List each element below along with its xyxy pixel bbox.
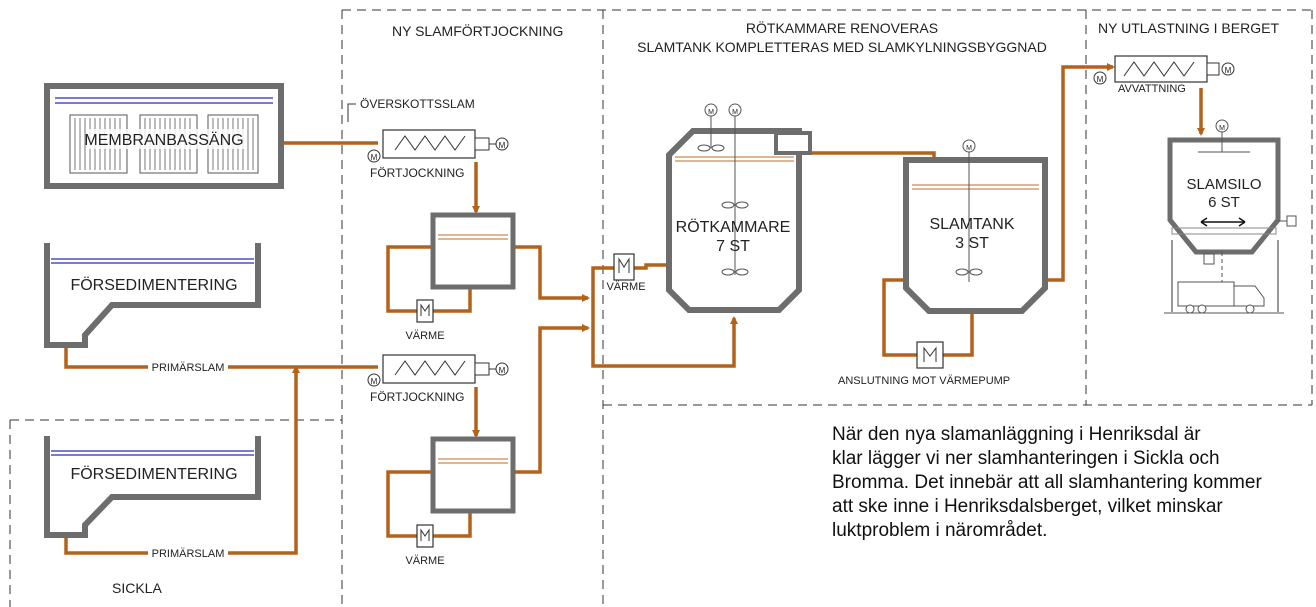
digester: M M RÖTKAMMARE 7 ST (666, 103, 812, 313)
thickener-2-label: FÖRTJOCKNING (370, 390, 464, 404)
motor-icon (367, 149, 381, 163)
heat-1-label: VÄRME (405, 330, 444, 342)
svg-text:M: M (371, 153, 378, 162)
motor-icon (1215, 119, 1229, 133)
section-title-loading: NY UTLASTNING I BERGET (1098, 20, 1279, 36)
heat-2-label: VÄRME (405, 555, 444, 567)
buffer-tank-2 (430, 436, 516, 514)
description-paragraph: När den nya slamanläggning i Henriksdal … (832, 423, 1316, 543)
sedimentation-1-label: FÖRSEDIMENTERING (70, 276, 237, 294)
thickener-1-label: FÖRTJOCKNING (370, 166, 464, 180)
silo-label: SLAMSILO (1186, 176, 1261, 193)
heat-3-label: VÄRME (606, 281, 645, 293)
svg-text:M: M (1225, 66, 1232, 75)
section-title-digester-1: RÖTKAMMARE RENOVERAS (746, 19, 938, 36)
description-line: att ske inne i Henriksdalsberget, vilket… (832, 496, 1223, 517)
motor-icon (495, 362, 509, 376)
heat-pump-exchanger (916, 341, 944, 369)
motor-icon (962, 139, 976, 153)
description-line: klar lägger vi ner slamhanteringen i Sic… (832, 448, 1220, 469)
svg-text:M: M (708, 109, 714, 116)
heat-exchanger-3 (613, 253, 635, 281)
membrane-basin: MEMBRANBASSÄNG (44, 83, 284, 189)
motor-icon (1093, 71, 1107, 85)
description-line: Bromma. Det innebär att all slamhanterin… (832, 472, 1262, 493)
motor-icon (728, 103, 742, 117)
sludge-silo: M SLAMSILO 6 ST (1164, 119, 1297, 314)
svg-text:M: M (966, 145, 972, 152)
heat-pump-label: ANSLUTNING MOT VÄRMEPUMP (838, 375, 1010, 387)
sludge-tank-label: SLAMTANK (929, 216, 1014, 233)
section-title-digester-2: SLAMTANK KOMPLETTERAS MED SLAMKYLNINGSBY… (637, 39, 1047, 55)
dewatering-label: AVVATTNING (1118, 83, 1186, 95)
heat-exchanger-2 (416, 524, 434, 548)
heat-exchanger-1 (416, 299, 434, 323)
motor-icon (495, 137, 509, 151)
svg-text:M: M (371, 377, 378, 386)
section-boundaries (9, 9, 1313, 607)
thickener-1: M M (367, 129, 509, 163)
svg-text:M: M (1219, 125, 1225, 132)
sludge-tank-count: 3 ST (955, 235, 989, 252)
description-line: När den nya slamanläggning i Henriksdal … (832, 424, 1201, 445)
motor-icon (704, 103, 718, 117)
sedimentation-basin-2: FÖRSEDIMENTERING (44, 436, 261, 538)
motor-icon (1221, 62, 1235, 76)
silo-count: 6 ST (1208, 194, 1240, 211)
excess-sludge-label: ÖVERSKOTTSSLAM (360, 97, 475, 111)
digester-label: RÖTKAMMARE (676, 218, 791, 236)
motor-icon (367, 373, 381, 387)
primary-sludge-2-label: PRIMÄRSLAM (152, 548, 225, 560)
section-title-thickening: NY SLAMFÖRTJOCKNING (392, 22, 563, 39)
thickener-2: M M (367, 354, 509, 387)
digester-count: 7 ST (716, 238, 750, 255)
sedimentation-basin-1: FÖRSEDIMENTERING (44, 243, 261, 348)
svg-text:M: M (499, 141, 506, 150)
svg-text:M: M (499, 366, 506, 375)
svg-text:M: M (732, 109, 738, 116)
sludge-tank: M SLAMTANK 3 ST (903, 139, 1048, 314)
primary-sludge-1-label: PRIMÄRSLAM (152, 362, 225, 374)
buffer-tank-1 (430, 212, 516, 290)
sedimentation-2-label: FÖRSEDIMENTERING (70, 465, 237, 483)
section-title-sickla: SICKLA (112, 580, 162, 596)
membrane-label: MEMBRANBASSÄNG (84, 131, 243, 149)
svg-text:M: M (1097, 75, 1104, 84)
dewatering-unit: M M (1093, 55, 1235, 85)
description-line: luktproblem i närområdet. (832, 520, 1048, 541)
